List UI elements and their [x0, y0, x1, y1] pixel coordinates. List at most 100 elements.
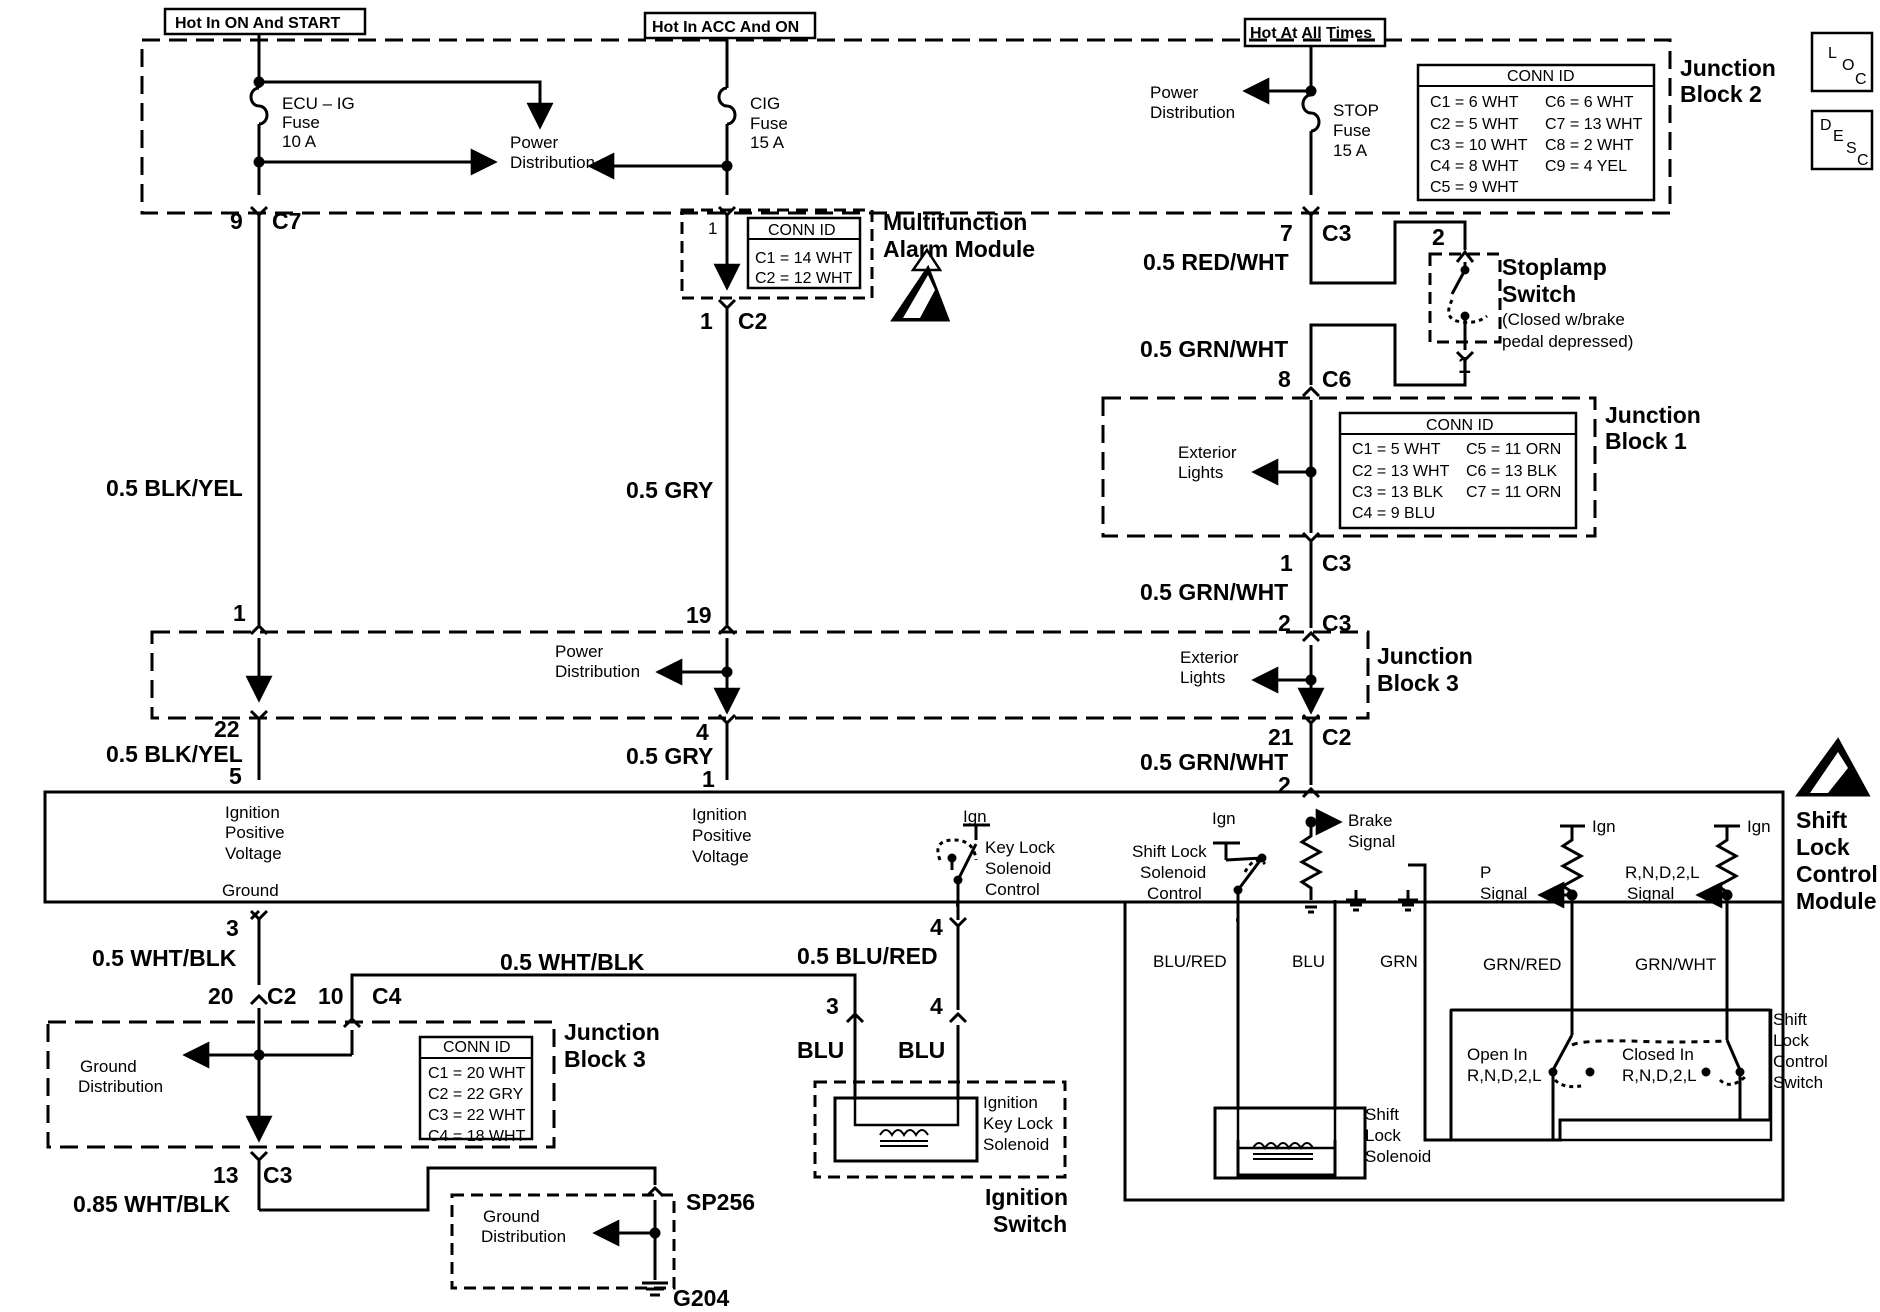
- fuse-stop-line2: Fuse: [1333, 121, 1371, 140]
- jb3-conn-c4: C4 = 18 WHT: [428, 1128, 526, 1145]
- pin-13: 13: [213, 1162, 239, 1188]
- junction-block-1-box: [1101, 396, 1597, 538]
- sclm-ign-pos2-line3: Voltage: [692, 847, 749, 866]
- sclm-title-line4: Module: [1796, 888, 1877, 914]
- fuse-ecu-ig-line3: 10 A: [282, 132, 317, 151]
- power-acc-on-label: Hot In ACC And ON: [652, 19, 799, 36]
- wire-blu-red: 0.5 BLU/RED: [797, 943, 938, 969]
- pin-10: 10: [318, 983, 344, 1009]
- open-in-line2: R,N,D,2,L: [1467, 1066, 1542, 1085]
- desc-d: D: [1820, 117, 1832, 134]
- pin-9: 9: [230, 208, 243, 234]
- wire-gry-1: 0.5 GRY: [626, 477, 713, 503]
- shift-lock-control-module-box: [43, 790, 1785, 904]
- pin-22: 22: [214, 716, 240, 742]
- fuse-stop-line3: 15 A: [1333, 141, 1368, 160]
- jb3-ext-line1: Exterior: [1180, 648, 1239, 667]
- pin-4-gry: 4: [696, 719, 709, 745]
- sclm-key-lock-line2: Solenoid: [985, 859, 1051, 878]
- jb1-conn-c4: C4 = 9 BLU: [1352, 505, 1435, 522]
- pin-4-blu: 4: [930, 993, 943, 1019]
- jb1-ext-line2: Lights: [1178, 463, 1223, 482]
- pin-c6: C6: [1322, 366, 1351, 392]
- pin-c2: C2: [738, 308, 767, 334]
- jb2-conn-c2: C2 = 5 WHT: [1430, 116, 1519, 133]
- jb3-conn-id-box: [418, 1035, 534, 1141]
- jb3-ext-line2: Lights: [1180, 668, 1225, 687]
- junction-block-2-box: [140, 38, 1672, 215]
- mam-title-line1: Multifunction: [883, 209, 1027, 235]
- wire-col-grn-wht: GRN/WHT: [1635, 955, 1716, 974]
- pin-1-c3: 1: [1280, 550, 1293, 576]
- mam-title-line2: Alarm Module: [883, 236, 1035, 262]
- jb3-top-title-line2: Block 3: [1377, 670, 1459, 696]
- mam-conn-c1: C1 = 14 WHT: [755, 250, 853, 267]
- pin-3-gnd: 3: [226, 915, 239, 941]
- fuse-cig-line1: CIG: [750, 94, 780, 113]
- jb1-conn-c6: C6 = 13 BLK: [1466, 463, 1558, 480]
- ign-solenoid-line3: Solenoid: [983, 1135, 1049, 1154]
- jb2-power-dist-right-line2: Distribution: [1150, 103, 1235, 122]
- fuse-cig-line3: 15 A: [750, 133, 785, 152]
- multifunction-alarm-module-box: [680, 208, 874, 300]
- jb2-conn-c6: C6 = 6 WHT: [1545, 94, 1634, 111]
- switch-title-line2: Lock: [1773, 1031, 1809, 1050]
- stoplamp-note-line2: pedal depressed): [1502, 332, 1633, 351]
- sclm-rnd-line1: R,N,D,2,L: [1625, 863, 1700, 882]
- wire-blu-1: BLU: [797, 1037, 844, 1063]
- sclm-brake-line1: Brake: [1348, 811, 1392, 830]
- switch-title-line1: Shift: [1773, 1010, 1807, 1029]
- pin-3-blu: 3: [826, 993, 839, 1019]
- jb1-ext-line1: Exterior: [1178, 443, 1237, 462]
- fuse-ecu-ig-line1: ECU – IG: [282, 94, 355, 113]
- jb2-power-dist-right-line1: Power: [1150, 83, 1199, 102]
- jb3-bottom-title-line2: Block 3: [564, 1046, 646, 1072]
- sclm-title-line3: Control: [1796, 861, 1878, 887]
- sclm-ign-4: Ign: [1747, 817, 1771, 836]
- ground-g204: G204: [673, 1285, 729, 1311]
- desc-box: [1810, 109, 1874, 171]
- mam-conn-c2: C2 = 12 WHT: [755, 270, 853, 287]
- pin-1-gry: 1: [702, 766, 715, 792]
- jb1-conn-id-box: [1338, 411, 1578, 530]
- jb2-title-line2: Block 2: [1680, 81, 1762, 107]
- sclm-ign-3: Ign: [1592, 817, 1616, 836]
- jb3-bottom-title-line1: Junction: [564, 1019, 660, 1045]
- stoplamp-title-line2: Switch: [1502, 281, 1576, 307]
- sclm-p-line2: Signal: [1480, 884, 1527, 903]
- mam-conn-title: CONN ID: [768, 222, 836, 239]
- jb3-conn-c1: C1 = 20 WHT: [428, 1065, 526, 1082]
- power-all-times-label: Hot At All Times: [1250, 25, 1372, 42]
- jb3-conn-c3: C3 = 22 WHT: [428, 1107, 526, 1124]
- jb1-conn-c7: C7 = 11 ORN: [1466, 484, 1561, 501]
- jb2-conn-c1: C1 = 6 WHT: [1430, 94, 1519, 111]
- pin-c3-b: C3: [1322, 550, 1351, 576]
- closed-in-line1: Closed In: [1622, 1045, 1694, 1064]
- jb2-conn-title: CONN ID: [1507, 68, 1575, 85]
- sclm-ground: Ground: [222, 881, 279, 900]
- sclm-p-line1: P: [1480, 863, 1491, 882]
- pin-21: 21: [1268, 724, 1294, 750]
- fuse-cig-line2: Fuse: [750, 114, 788, 133]
- jb2-power-dist-line1: Power: [510, 133, 559, 152]
- sclm-title-line2: Lock: [1796, 834, 1850, 860]
- jb2-conn-id-box: [1416, 63, 1656, 202]
- jb2-title-line1: Junction: [1680, 55, 1776, 81]
- pin-5: 5: [229, 763, 242, 789]
- splice-ground-dist-line1: Ground: [483, 1207, 540, 1226]
- ign-switch-title-line1: Ignition: [985, 1184, 1068, 1210]
- wire-wht-blk-2: 0.5 WHT/BLK: [500, 949, 645, 975]
- loc-box: [1810, 31, 1874, 93]
- pin-1-c2: 1: [700, 308, 713, 334]
- jb3-top-title-line1: Junction: [1377, 643, 1473, 669]
- mam-pin-1: 1: [708, 219, 717, 238]
- key-lock-solenoid-box: [833, 1096, 979, 1163]
- stoplamp-title-line1: Stoplamp: [1502, 254, 1607, 280]
- wire-red-wht: 0.5 RED/WHT: [1143, 249, 1289, 275]
- sclm-key-lock-line3: Control: [985, 880, 1040, 899]
- wire-gry-2: 0.5 GRY: [626, 743, 713, 769]
- wire-wht-blk-1: 0.5 WHT/BLK: [92, 945, 237, 971]
- loc-l: L: [1828, 45, 1837, 62]
- jb3-ground-dist-line2: Distribution: [78, 1077, 163, 1096]
